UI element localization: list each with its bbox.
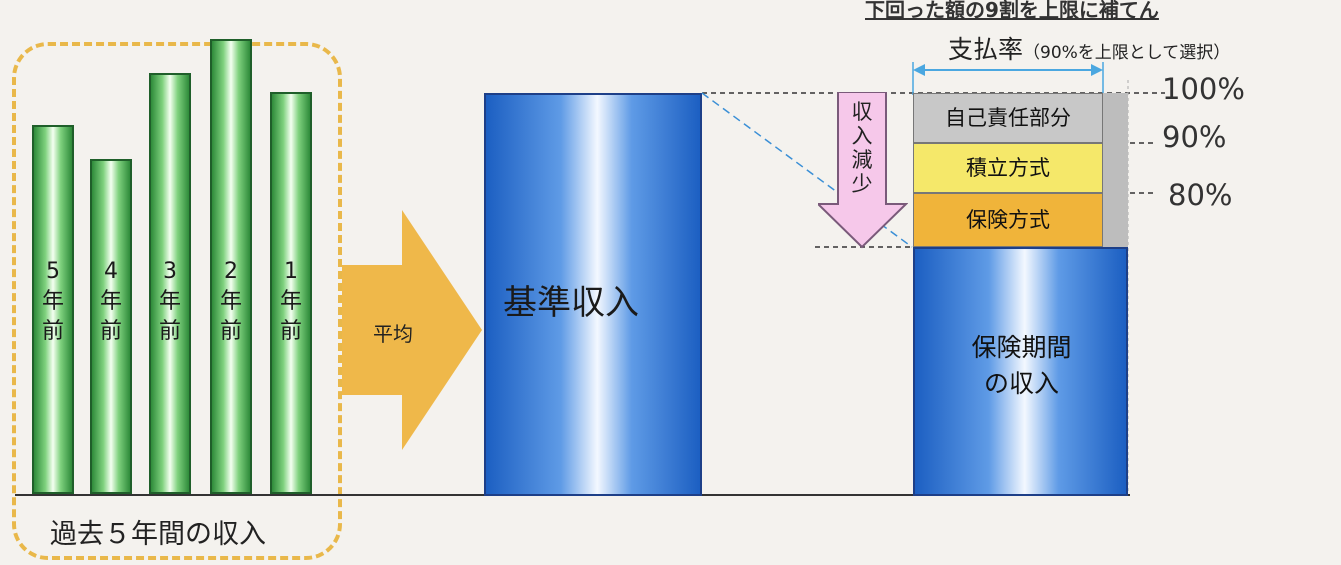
past-income-frame <box>12 42 342 560</box>
average-arrow <box>342 210 482 450</box>
past-income-bar: 1 年 前 <box>270 92 312 494</box>
payment-rate-note: （90%を上限として選択） <box>1023 43 1231 63</box>
insurance-layer: 保険方式 <box>913 193 1103 247</box>
pct-90: 90% <box>1162 120 1227 154</box>
past-income-bar: 5 年 前 <box>32 125 74 494</box>
bar-year-label: 5 年 前 <box>41 259 64 344</box>
base-income-label: 基準収入 <box>503 283 639 323</box>
payment-rate-label: 支払率 <box>948 35 1024 64</box>
past-income-bar: 2 年 前 <box>210 39 252 494</box>
base-income-block <box>484 93 702 496</box>
insurance-period-block <box>913 247 1128 496</box>
bar-year-label: 3 年 前 <box>158 259 181 344</box>
bar-year-label: 1 年 前 <box>279 259 302 344</box>
past-income-bar: 3 年 前 <box>149 73 191 494</box>
pct-100: 100% <box>1162 72 1245 106</box>
average-label: 平均 <box>373 322 413 346</box>
past-income-caption: 過去５年間の収入 <box>50 519 266 550</box>
insurance-period-label: 保険期間 の収入 <box>971 333 1072 398</box>
bar-year-label: 4 年 前 <box>99 259 122 344</box>
layer-side-shade <box>1103 93 1128 247</box>
past-income-bar: 4 年 前 <box>90 159 132 494</box>
payment-rate-title: 支払率（90%を上限として選択） <box>948 30 1230 66</box>
pct-80: 80% <box>1168 178 1233 212</box>
reduction-label: 収 入 減 少 <box>851 100 873 196</box>
reduction-arrow <box>818 92 908 249</box>
reserve-layer: 積立方式 <box>913 143 1103 193</box>
header-caption: 下回った額の9割を上限に補てん <box>865 0 1159 22</box>
bar-year-label: 2 年 前 <box>219 259 242 344</box>
self-responsibility-layer: 自己責任部分 <box>913 93 1103 143</box>
